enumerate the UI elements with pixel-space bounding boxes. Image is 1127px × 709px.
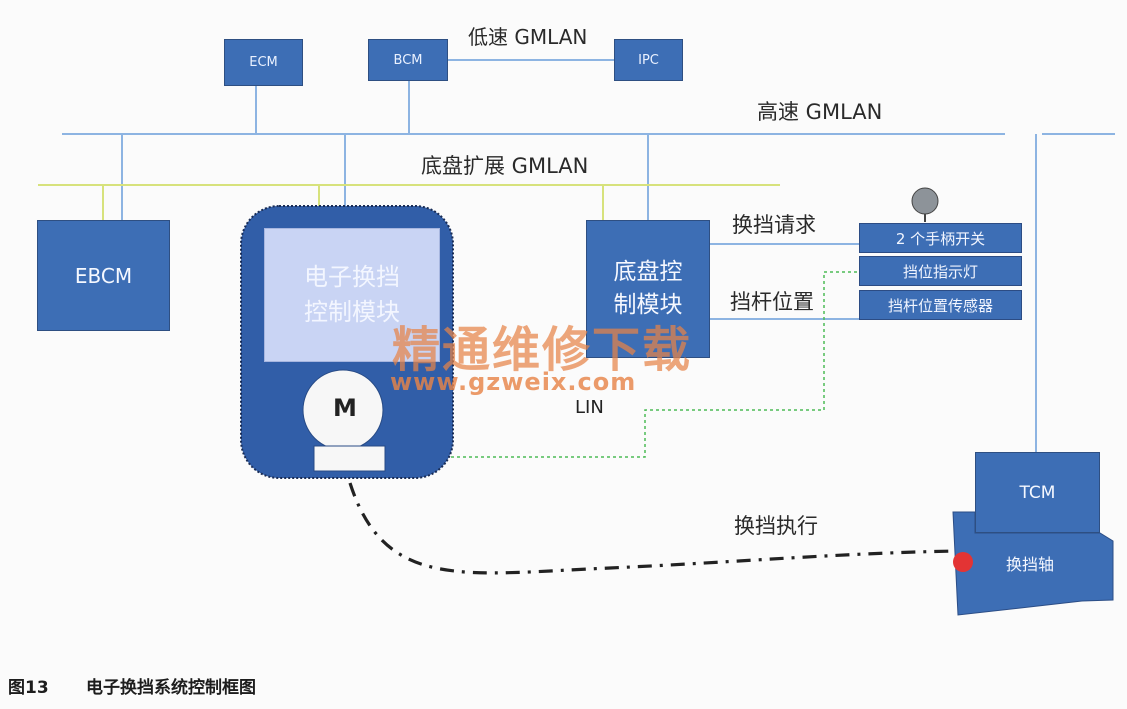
handle-switches-label: 2 个手柄开关 [895, 229, 986, 248]
watermark-text: 精通维修下载 [392, 322, 693, 378]
bcm-label: BCM [393, 52, 423, 68]
lin-label: LIN [575, 397, 604, 418]
motor-label: M [333, 394, 357, 422]
chassis-expansion-gmlan-label: 底盘扩展 GMLAN [421, 154, 589, 178]
gear-indicator-label: 挡位指示灯 [902, 262, 978, 281]
gear-indicator-box: 挡位指示灯 [859, 256, 1022, 286]
watermark-url: www.gzweix.com [390, 368, 637, 396]
lever-sensor-box: 挡杆位置传感器 [859, 290, 1022, 320]
actuator-red-dot [953, 552, 973, 572]
chassis-control-module-box: 底盘控 制模块 [586, 220, 710, 358]
electronic-shift-control-module-box: 电子换挡 控制模块 [264, 228, 440, 362]
shift-execution-label: 换挡执行 [734, 514, 818, 538]
lever-sensor-label: 挡杆位置传感器 [887, 296, 993, 315]
ipc-box: IPC [614, 39, 683, 81]
caption-number: 图13 [8, 678, 49, 698]
low-speed-gmlan-label: 低速 GMLAN [468, 25, 588, 49]
bcm-box: BCM [368, 39, 448, 81]
shift-knob-icon [911, 187, 939, 215]
ebcm-label: EBCM [74, 263, 133, 288]
high-speed-gmlan-label: 高速 GMLAN [757, 100, 883, 124]
ecm-box: ECM [224, 39, 303, 86]
tcm-box: TCM [975, 452, 1100, 533]
lever-position-label: 挡杆位置 [730, 290, 814, 314]
shift-execution-path [348, 482, 958, 575]
ipc-label: IPC [638, 52, 659, 68]
tcm-label: TCM [1019, 482, 1056, 503]
shift-shaft-label: 换挡轴 [1006, 555, 1055, 574]
ebcm-box: EBCM [37, 220, 170, 331]
handle-switches-box: 2 个手柄开关 [859, 223, 1022, 253]
lin-dashed-line [385, 271, 860, 458]
caption-title: 电子换挡系统控制框图 [86, 678, 256, 698]
ecm-label: ECM [249, 55, 278, 70]
motor-base [313, 445, 386, 472]
shift-request-label: 换挡请求 [732, 213, 816, 237]
